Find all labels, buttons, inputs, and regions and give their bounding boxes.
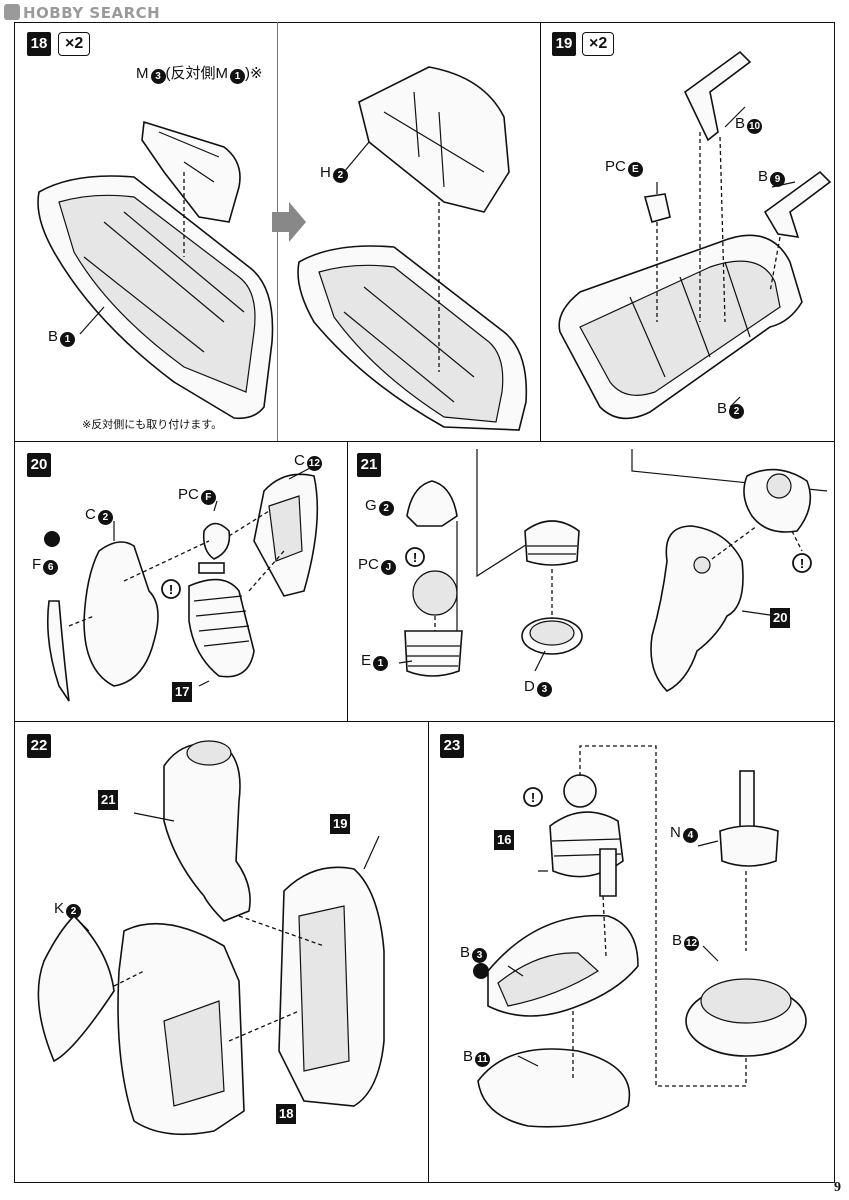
next-arrow-icon xyxy=(272,202,306,242)
step-23-panel xyxy=(428,721,835,1183)
step-23-illustration: ! xyxy=(473,745,807,1128)
watermark: HOBBY SEARCH xyxy=(4,4,160,22)
page-number: 9 xyxy=(834,1180,841,1195)
step-number: 22 xyxy=(27,734,51,758)
svg-text:!: ! xyxy=(169,582,173,597)
step-19-illustration xyxy=(558,50,832,420)
paint-icon xyxy=(44,531,60,547)
svg-text:!: ! xyxy=(800,556,804,571)
ref-step-17: 17 xyxy=(172,682,193,702)
multiplier: ×2 xyxy=(582,32,615,56)
svg-text:!: ! xyxy=(413,550,417,565)
svg-text:!: ! xyxy=(531,790,535,805)
ref-step-20: 20 xyxy=(770,608,791,628)
multiplier: ×2 xyxy=(58,32,91,56)
step-21-illustration: ! ! xyxy=(398,449,828,692)
footnote: ※反対側にも取り付けます。 xyxy=(82,418,223,431)
step-number: 20 xyxy=(27,453,51,477)
step-18-illustration xyxy=(37,66,528,431)
ref-step-18: 18 xyxy=(276,1104,297,1124)
step-number: 23 xyxy=(440,734,464,758)
step-number: 19 xyxy=(552,32,576,56)
paint-icon xyxy=(473,963,489,979)
step-22-illustration xyxy=(37,740,385,1136)
step-number: 18 xyxy=(27,32,51,56)
step-20-illustration: ! xyxy=(44,465,319,702)
ref-step-19: 19 xyxy=(330,814,351,834)
ref-step-16: 16 xyxy=(494,830,515,850)
ref-step-21: 21 xyxy=(98,790,119,810)
hobbysearch-logo-icon xyxy=(4,4,20,20)
step-number: 21 xyxy=(357,453,381,477)
